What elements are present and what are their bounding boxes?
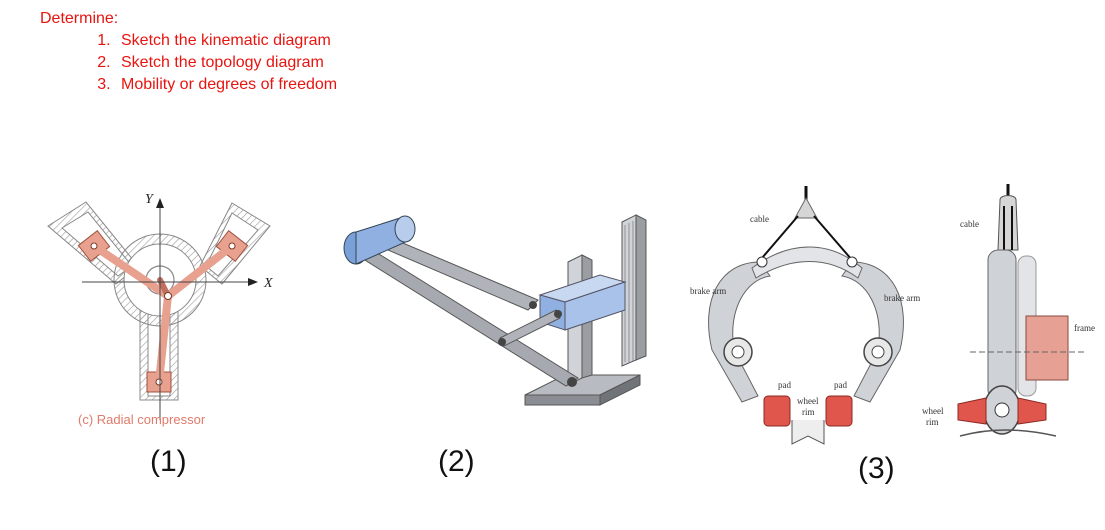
task-list: Sketch the kinematic diagram Sketch the … bbox=[40, 30, 337, 96]
figure2-number: (2) bbox=[438, 445, 475, 478]
rod-left bbox=[90, 242, 172, 300]
pad-left bbox=[763, 395, 791, 427]
label-side-rim: rim bbox=[926, 417, 939, 427]
side-frame bbox=[1025, 315, 1069, 381]
y-axis-label: Y bbox=[145, 192, 155, 207]
task-item-3: Mobility or degrees of freedom bbox=[115, 74, 337, 96]
figure-bicycle-brake: cable brake arm brake arm pad pad wheel … bbox=[690, 184, 1095, 445]
label-side-wheel: wheel bbox=[922, 406, 944, 416]
label-pad-right: pad bbox=[834, 380, 847, 390]
pad-right bbox=[825, 395, 853, 427]
label-brake-arm-left: brake arm bbox=[690, 286, 726, 296]
task-heading: Determine: bbox=[40, 10, 119, 27]
figure1-caption: (c) Radial compressor bbox=[78, 412, 206, 427]
wheel-rim bbox=[791, 420, 825, 445]
side-arm bbox=[987, 249, 1017, 401]
label-wheel: wheel bbox=[797, 396, 819, 406]
label-cable: cable bbox=[750, 214, 769, 224]
coupler-link bbox=[499, 309, 561, 347]
label-rim: rim bbox=[802, 407, 815, 417]
label-side-cable: cable bbox=[960, 219, 979, 229]
brake-arm-right bbox=[841, 261, 904, 403]
task-item-2: Sketch the topology diagram bbox=[115, 52, 337, 74]
figure-radial-compressor: Y X (c) Radial compressor bbox=[47, 192, 273, 427]
figure-roller-linkage bbox=[343, 214, 647, 406]
brake-side-view: cable frame wheel rim bbox=[922, 184, 1095, 437]
label-pad-left: pad bbox=[778, 380, 791, 390]
brake-arm-left bbox=[708, 261, 771, 403]
figure3-number: (3) bbox=[858, 452, 895, 485]
task-instructions: Determine: Sketch the kinematic diagram … bbox=[40, 8, 337, 96]
x-axis-label: X bbox=[263, 276, 273, 291]
label-brake-arm-right: brake arm bbox=[884, 293, 920, 303]
rod-right bbox=[164, 242, 236, 300]
figure1-number: (1) bbox=[150, 445, 187, 478]
side-pad bbox=[957, 397, 987, 425]
cable-yoke bbox=[794, 196, 818, 219]
task-item-1: Sketch the kinematic diagram bbox=[115, 30, 337, 52]
label-frame: frame bbox=[1074, 323, 1095, 333]
